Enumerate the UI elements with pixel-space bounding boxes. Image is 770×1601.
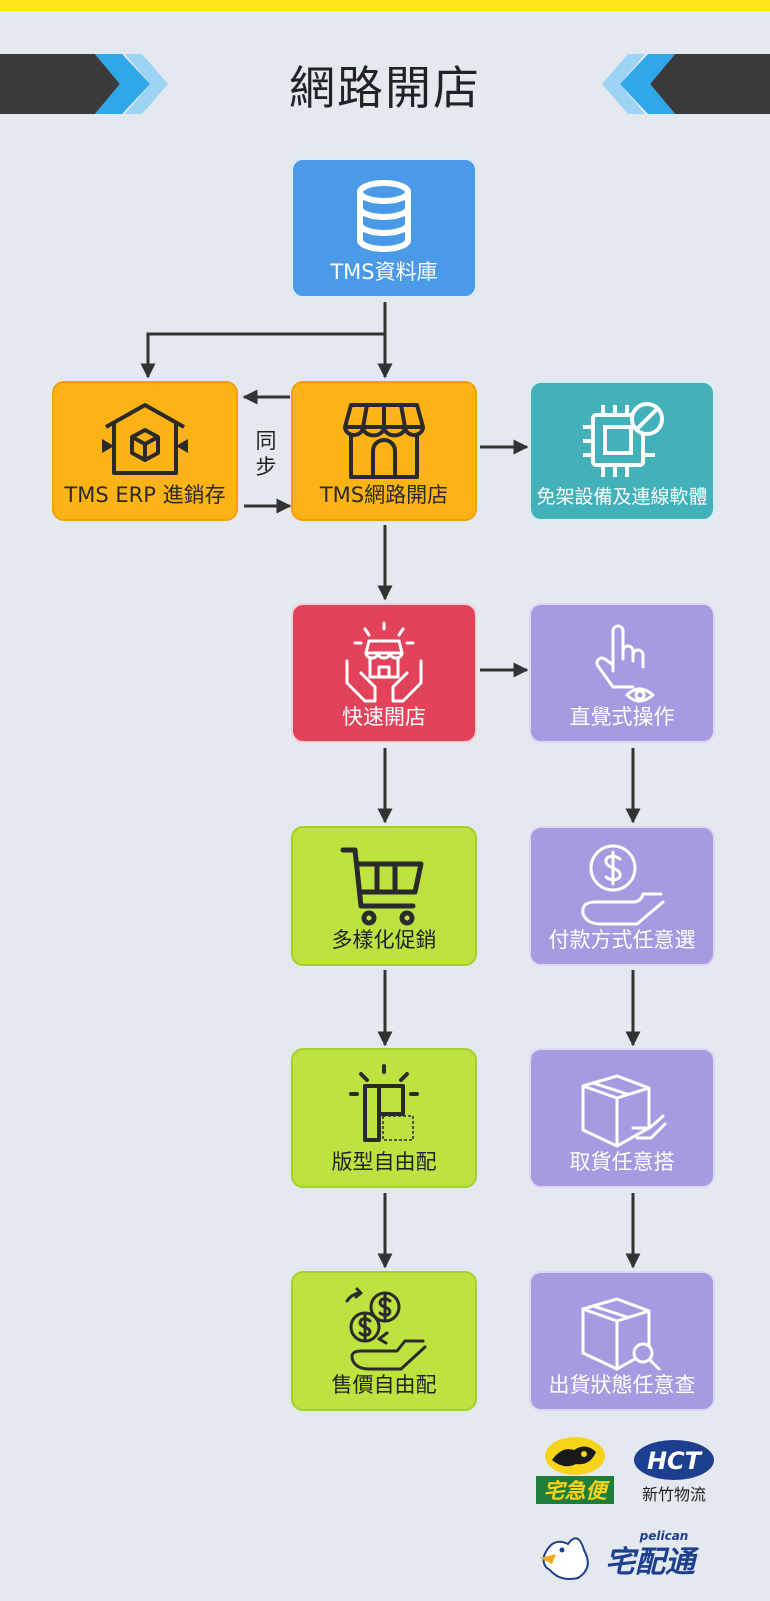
coin-hand-icon — [581, 844, 665, 926]
hands-store-icon — [345, 621, 423, 703]
box-search-icon — [581, 1297, 661, 1371]
hct-name-text: 新竹物流 — [642, 1485, 706, 1504]
node-label: 售價自由配 — [331, 1373, 437, 1397]
pelican-brand-text: pelican — [639, 1529, 689, 1543]
node-database: TMS資料庫 — [291, 158, 477, 298]
node-erp: TMS ERP 進銷存 — [52, 381, 238, 521]
page-title: 網路開店 — [289, 61, 481, 115]
right-chevron-decoration — [602, 54, 770, 114]
sync-label: 同 步 — [255, 429, 277, 479]
tkb-logo: 宅急便 — [536, 1437, 614, 1504]
finger-touch-icon — [595, 624, 655, 703]
top-accent-bar — [0, 0, 770, 11]
coins-exchange-icon — [345, 1287, 427, 1371]
hct-logo: HCT 新竹物流 — [634, 1440, 714, 1504]
node-label: 多樣化促銷 — [331, 928, 437, 952]
layout-block-icon — [349, 1064, 419, 1142]
node-no-setup: 免架設備及連線軟體 — [529, 381, 715, 521]
node-label: 版型自由配 — [331, 1150, 437, 1174]
node-label: 免架設備及連線軟體 — [536, 486, 708, 508]
node-promo: 多樣化促銷 — [291, 826, 477, 966]
shopping-cart-icon — [340, 847, 424, 926]
node-layout: 版型自由配 — [291, 1048, 477, 1188]
node-label: TMS網路開店 — [319, 483, 449, 507]
node-quick: 快速開店 — [291, 603, 477, 743]
chip-prohibited-icon — [583, 402, 664, 477]
node-label: TMS資料庫 — [330, 260, 438, 284]
pelican-logo: pelican 宅配通 — [540, 1529, 700, 1580]
node-payment: 付款方式任意選 — [529, 826, 715, 966]
tkb-logo-text: 宅急便 — [544, 1479, 611, 1503]
left-chevron-decoration — [0, 54, 168, 114]
node-pickup: 取貨任意搭 — [529, 1048, 715, 1188]
box-hand-icon — [581, 1074, 667, 1148]
node-tracking: 出貨狀態任意查 — [529, 1271, 715, 1411]
node-intuitive: 直覺式操作 — [529, 603, 715, 743]
node-label: TMS ERP 進銷存 — [64, 483, 226, 507]
node-store: TMS網路開店 — [291, 381, 477, 521]
node-label: 快速開店 — [342, 705, 426, 729]
arrow-db-to-erp — [140, 332, 385, 379]
node-label: 直覺式操作 — [569, 705, 675, 729]
storefront-icon — [343, 403, 425, 479]
node-label: 付款方式任意選 — [548, 928, 696, 952]
pelican-name-text: 宅配通 — [605, 1545, 700, 1580]
database-icon — [357, 180, 411, 252]
node-label: 取貨任意搭 — [569, 1150, 675, 1174]
node-price: 售價自由配 — [291, 1271, 477, 1411]
warehouse-box-icon — [102, 403, 188, 475]
node-label: 出貨狀態任意查 — [548, 1373, 696, 1397]
hct-mark-text: HCT — [647, 1447, 703, 1475]
